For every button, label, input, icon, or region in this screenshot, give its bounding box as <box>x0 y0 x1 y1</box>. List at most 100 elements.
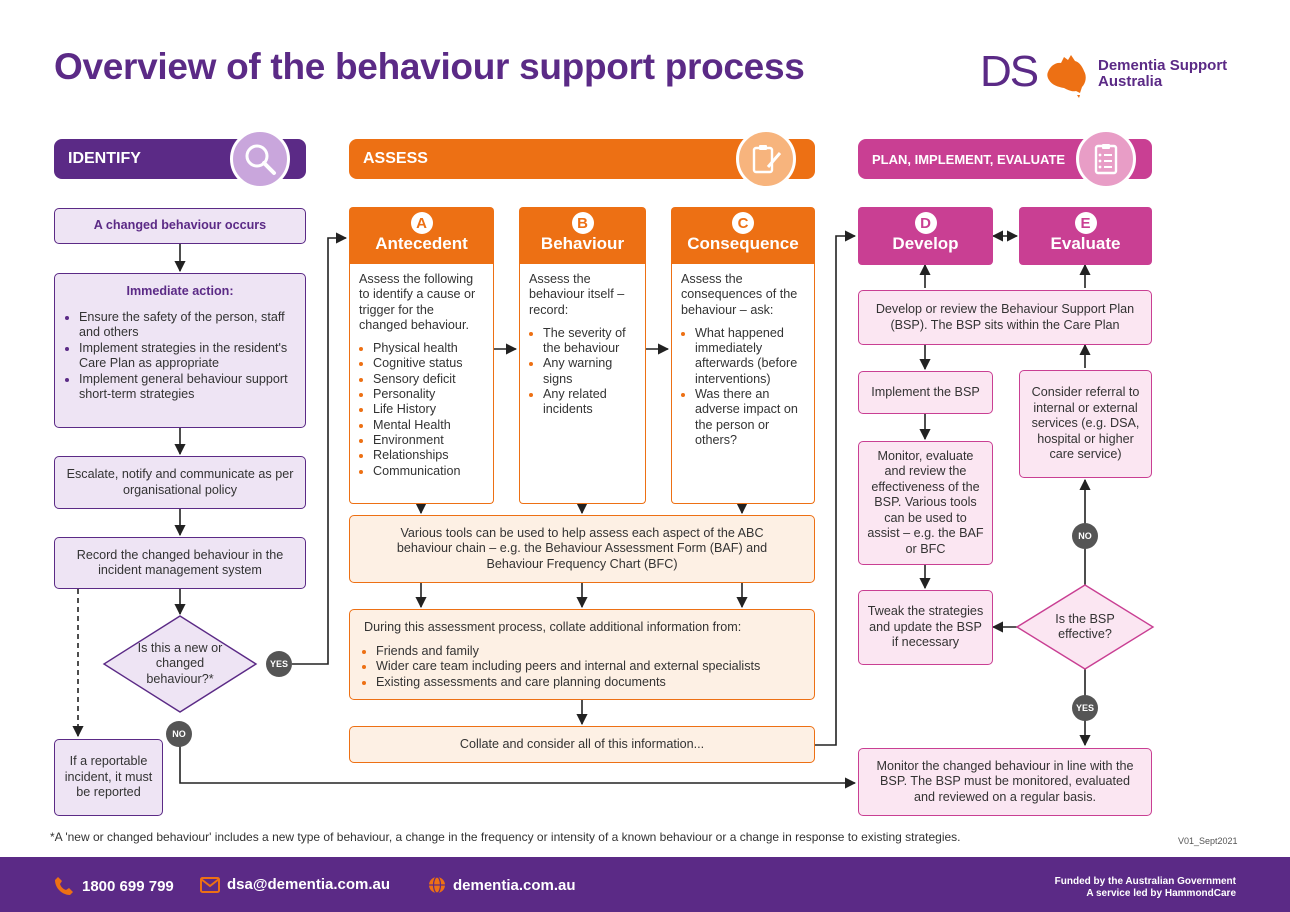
monitor-changed-box: Monitor the changed behaviour in line wi… <box>858 748 1152 816</box>
implement-bsp-text: Implement the BSP <box>871 384 980 399</box>
behaviour-list: The severity of the behaviour Any warnin… <box>529 326 637 418</box>
consequence-column: C Consequence Assess the consequences of… <box>671 207 815 504</box>
new-behaviour-diamond-shape <box>102 615 258 713</box>
funded-text: Funded by the Australian Government <box>1054 876 1236 887</box>
consequence-header: C Consequence <box>671 207 815 264</box>
collate-box: During this assessment process, collate … <box>349 609 815 700</box>
behaviour-intro: Assess the behaviour itself – record: <box>529 272 625 317</box>
develop-header: D Develop <box>858 207 993 265</box>
consequence-body: Assess the consequences of the behaviour… <box>671 264 815 504</box>
collate-list: Friends and family Wider care team inclu… <box>364 644 800 691</box>
tools-text: Various tools can be used to help assess… <box>396 525 768 571</box>
yes-badge: YES <box>266 651 292 677</box>
tweak-box: Tweak the strategies and update the BSP … <box>858 590 993 665</box>
immediate-action-box: Immediate action: Ensure the safety of t… <box>54 273 306 428</box>
consequence-letter: C <box>732 212 754 234</box>
email-text: dsa@dementia.com.au <box>227 876 391 893</box>
no-badge: NO <box>166 721 192 747</box>
list-item: Physical health <box>373 341 485 356</box>
list-item: Ensure the safety of the person, staff a… <box>79 310 295 341</box>
list-item: Implement general behaviour support shor… <box>79 372 295 403</box>
logo-name-line1: Dementia Support <box>1098 57 1228 74</box>
referral-text: Consider referral to internal or externa… <box>1031 385 1140 462</box>
reportable-incident-box: If a reportable incident, it must be rep… <box>54 739 163 816</box>
immediate-action-title: Immediate action: <box>126 284 234 298</box>
behaviour-letter: B <box>571 212 594 234</box>
list-item: Personality <box>373 387 485 402</box>
list-item: Cognitive status <box>373 356 485 371</box>
australia-map-icon <box>1047 55 1086 98</box>
list-item: Any related incidents <box>543 387 637 418</box>
logo-mark: DS <box>980 47 1039 96</box>
antecedent-list: Physical health Cognitive status Sensory… <box>359 341 485 479</box>
list-item: Friends and family <box>376 644 800 660</box>
page-title: Overview of the behaviour support proces… <box>54 46 805 87</box>
list-item: Implement strategies in the resident's C… <box>79 341 295 372</box>
immediate-action-list: Ensure the safety of the person, staff a… <box>65 310 295 403</box>
logo-name: Dementia Support Australia <box>1098 58 1227 90</box>
antecedent-title: Antecedent <box>375 234 468 253</box>
list-item: The severity of the behaviour <box>543 326 637 357</box>
consequence-list: What happened immediately afterwards (be… <box>681 326 806 448</box>
collate-intro: During this assessment process, collate … <box>364 620 742 634</box>
develop-letter: D <box>914 212 937 234</box>
footer-bar <box>0 857 1290 912</box>
clipboard-pencil-icon <box>736 129 796 189</box>
list-item: Life History <box>373 402 485 417</box>
evaluate-header: E Evaluate <box>1019 207 1152 265</box>
list-item: Mental Health <box>373 418 485 433</box>
version-label: V01_Sept2021 <box>1178 836 1238 846</box>
led-text: A service led by HammondCare <box>1086 888 1236 899</box>
antecedent-body: Assess the following to identify a cause… <box>349 264 494 504</box>
list-item: Relationships <box>373 448 485 463</box>
evaluate-letter: E <box>1074 212 1097 234</box>
collate-all-box: Collate and consider all of this informa… <box>349 726 815 763</box>
monitor-evaluate-box: Monitor, evaluate and review the effecti… <box>858 441 993 565</box>
footer-email[interactable]: dsa@dementia.com.au <box>200 876 390 893</box>
website-text: dementia.com.au <box>453 876 576 894</box>
antecedent-intro: Assess the following to identify a cause… <box>359 272 476 332</box>
list-item: Sensory deficit <box>373 372 485 387</box>
changed-behaviour-text: A changed behaviour occurs <box>93 218 267 233</box>
changed-behaviour-box: A changed behaviour occurs <box>54 208 306 244</box>
consequence-title: Consequence <box>687 234 799 253</box>
consequence-intro: Assess the consequences of the behaviour… <box>681 272 798 317</box>
assess-phase-label: ASSESS <box>363 150 428 167</box>
tweak-text: Tweak the strategies and update the BSP … <box>867 604 984 650</box>
behaviour-title: Behaviour <box>540 234 625 253</box>
logo-name-line2: Australia <box>1098 73 1163 90</box>
record-box: Record the changed behaviour in the inci… <box>54 537 306 589</box>
list-item: Wider care team including peers and inte… <box>376 659 800 675</box>
magnifier-icon <box>230 129 290 189</box>
reportable-incident-text: If a reportable incident, it must be rep… <box>64 754 153 800</box>
plan-phase-label: PLAN, IMPLEMENT, EVALUATE <box>872 151 1066 167</box>
list-item: Any warning signs <box>543 356 637 387</box>
record-text: Record the changed behaviour in the inci… <box>76 547 284 578</box>
list-item: Communication <box>373 464 485 479</box>
evaluate-title: Evaluate <box>1050 234 1121 253</box>
monitor-changed-text: Monitor the changed behaviour in line wi… <box>876 758 1134 804</box>
footer-phone[interactable]: 1800 699 799 <box>54 876 174 896</box>
monitor-evaluate-text: Monitor, evaluate and review the effecti… <box>867 448 984 556</box>
develop-title: Develop <box>892 234 959 253</box>
no-badge: NO <box>1072 523 1098 549</box>
new-behaviour-decision: Is this a new or changed behaviour?* <box>137 640 223 686</box>
list-item: Was there an adverse impact on the perso… <box>695 387 806 448</box>
behaviour-body: Assess the behaviour itself – record: Th… <box>519 264 646 504</box>
yes-badge: YES <box>1072 695 1098 721</box>
develop-bsp-box: Develop or review the Behaviour Support … <box>858 290 1152 345</box>
checklist-icon <box>1076 129 1136 189</box>
antecedent-header: A Antecedent <box>349 207 494 264</box>
escalate-box: Escalate, notify and communicate as per … <box>54 456 306 509</box>
list-item: What happened immediately afterwards (be… <box>695 326 806 387</box>
phone-text: 1800 699 799 <box>82 877 174 895</box>
behaviour-column: B Behaviour Assess the behaviour itself … <box>519 207 646 504</box>
footer-website[interactable]: dementia.com.au <box>428 876 576 894</box>
behaviour-header: B Behaviour <box>519 207 646 264</box>
bsp-effective-diamond-shape <box>1015 584 1155 670</box>
referral-box: Consider referral to internal or externa… <box>1019 370 1152 478</box>
footnote: *A 'new or changed behaviour' includes a… <box>50 830 961 844</box>
escalate-text: Escalate, notify and communicate as per … <box>66 467 294 497</box>
